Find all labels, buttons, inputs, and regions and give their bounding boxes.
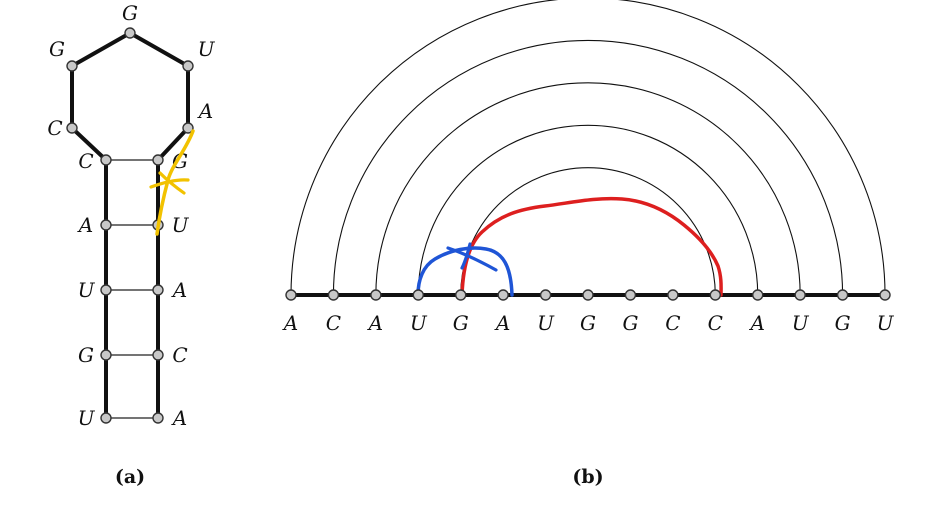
nucleotide-node [152, 284, 164, 296]
sequence-node [709, 289, 721, 301]
nucleotide-node [152, 154, 164, 166]
panel-a-caption: (a) [115, 466, 145, 488]
base-pair-arc [460, 167, 716, 296]
left-stem-label: G [78, 343, 94, 367]
sequence-node [836, 289, 849, 301]
base-pair-arc [417, 124, 759, 296]
sequence-node [879, 289, 891, 301]
sequence-label: C [708, 311, 723, 335]
sequence-label: C [665, 311, 680, 335]
red-annotation-stroke [460, 196, 723, 297]
nucleotide-node [182, 60, 194, 72]
sequence-label: A [494, 311, 510, 335]
loop-label: G [122, 1, 138, 25]
right-stem-label: U [172, 213, 190, 237]
nucleotide-node [100, 154, 112, 166]
nucleotide-node [100, 284, 112, 296]
loop-label: C [47, 116, 62, 140]
nucleotide-node [100, 219, 112, 231]
sequence-node [412, 289, 424, 301]
left-stem-label: C [78, 149, 93, 173]
right-stem-label: G [172, 149, 188, 173]
sequence-node [497, 289, 509, 301]
sequence-node-group [285, 289, 891, 301]
sequence-label: G [453, 311, 469, 335]
sequence-label: G [835, 311, 851, 335]
base-pair-arc [375, 82, 801, 296]
sequence-node [327, 289, 340, 301]
sequence-node [370, 289, 382, 301]
left-stem-label: U [78, 406, 96, 430]
nucleotide-node [124, 27, 136, 39]
sequence-label: U [537, 311, 555, 335]
nucleotide-node [100, 412, 112, 424]
sequence-node [582, 289, 594, 301]
base-pair-arc [290, 0, 886, 296]
sequence-node [455, 289, 467, 301]
panel-b-caption: (b) [572, 466, 603, 488]
nucleotide-node [182, 122, 194, 134]
loop-label: U [198, 37, 216, 61]
nucleotide-node [100, 349, 112, 361]
panel-b-arc-diagram: A C A U G A U G G C C A U G U (b) [282, 0, 895, 488]
base-pair-arc [332, 39, 844, 296]
sequence-label: A [367, 311, 383, 335]
right-stem-label: C [172, 343, 187, 367]
panel-a-hairpin: C G G U A C A U G U G U A C A (a) [47, 1, 215, 488]
sequence-label: C [326, 311, 341, 335]
blue-annotation-stroke [416, 246, 514, 297]
sequence-label: A [749, 311, 765, 335]
sequence-label: U [877, 311, 895, 335]
blue-annotation-cross [446, 242, 498, 272]
left-stem-label: A [77, 213, 93, 237]
yellow-annotation-cross [149, 171, 190, 195]
sequence-node [667, 289, 679, 301]
nucleotide-node [152, 349, 164, 361]
nucleotide-node [152, 412, 164, 424]
sequence-node [794, 289, 806, 301]
sequence-node [539, 289, 552, 301]
loop-label: G [49, 37, 65, 61]
right-stem-label: A [171, 278, 187, 302]
sequence-node [285, 289, 297, 301]
sequence-label: G [622, 311, 638, 335]
arc-group [290, 0, 886, 296]
sequence-node [752, 289, 764, 301]
sequence-label: G [580, 311, 596, 335]
loop-backbone [70, 31, 190, 162]
left-stem-label: U [78, 278, 96, 302]
right-stem-label: A [171, 406, 187, 430]
sequence-label: U [792, 311, 810, 335]
sequence-label: A [282, 311, 298, 335]
nucleotide-node [66, 60, 78, 72]
sequence-node [624, 289, 637, 301]
sequence-label: U [410, 311, 428, 335]
loop-label: A [197, 99, 213, 123]
nucleotide-node [66, 122, 78, 134]
